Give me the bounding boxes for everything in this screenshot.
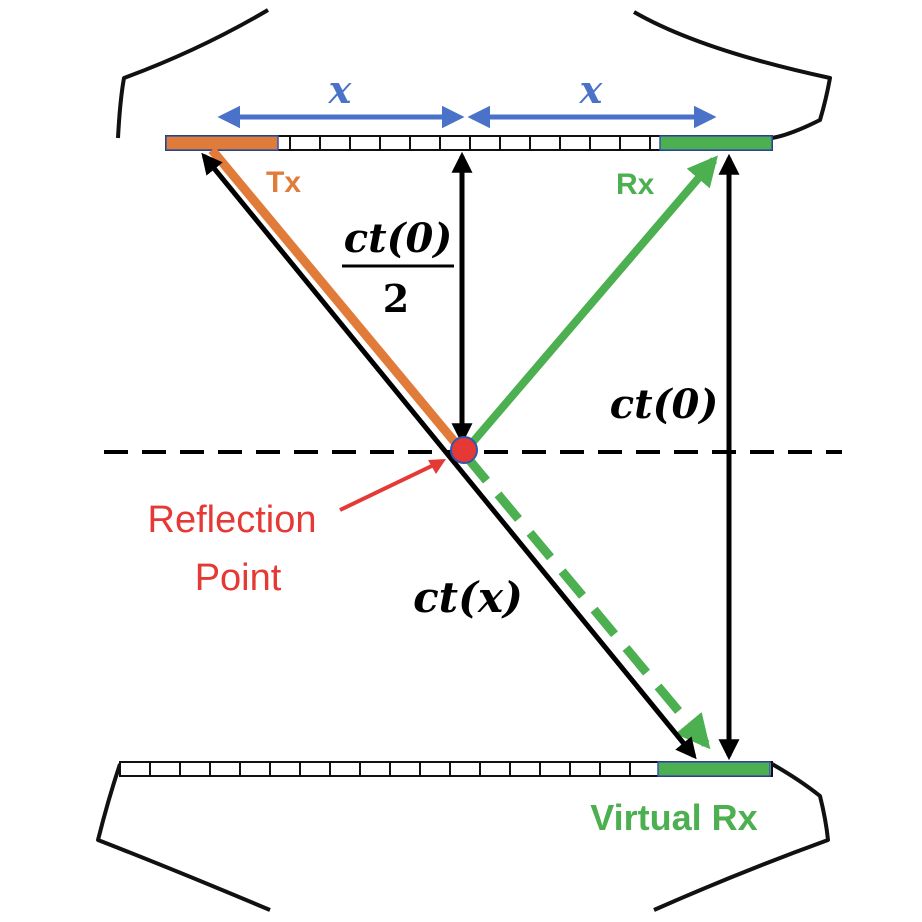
tx-label: Tx — [266, 166, 301, 199]
tx-element-bar — [165, 135, 279, 151]
lower-structure-outline — [96, 762, 830, 912]
tx-incident-ray — [208, 147, 462, 449]
half-time-denominator: 2 — [383, 276, 409, 321]
lower-array-strip — [119, 761, 773, 777]
x-left-label: x — [328, 67, 353, 112]
slant-time-label: ct(x) — [413, 573, 523, 622]
reflection-label-line1: Reflection — [148, 499, 317, 541]
virtual-rx-element-bar — [657, 761, 771, 777]
reflection-point-marker — [450, 436, 478, 464]
reflection-pointer-head — [428, 459, 446, 474]
slant-path-arrow — [201, 152, 697, 760]
full-time-label: ct(0) — [610, 381, 719, 428]
reflection-label-line2: Point — [195, 557, 282, 599]
virtual-rx-label: Virtual Rx — [590, 797, 757, 838]
rx-element-bar — [659, 135, 773, 151]
x-right-label: x — [579, 67, 604, 112]
rx-label: Rx — [616, 168, 655, 201]
upper-structure-outline — [116, 8, 832, 140]
reflection-pointer-arrow — [339, 460, 441, 512]
half-time-numerator: ct(0) — [344, 215, 453, 262]
